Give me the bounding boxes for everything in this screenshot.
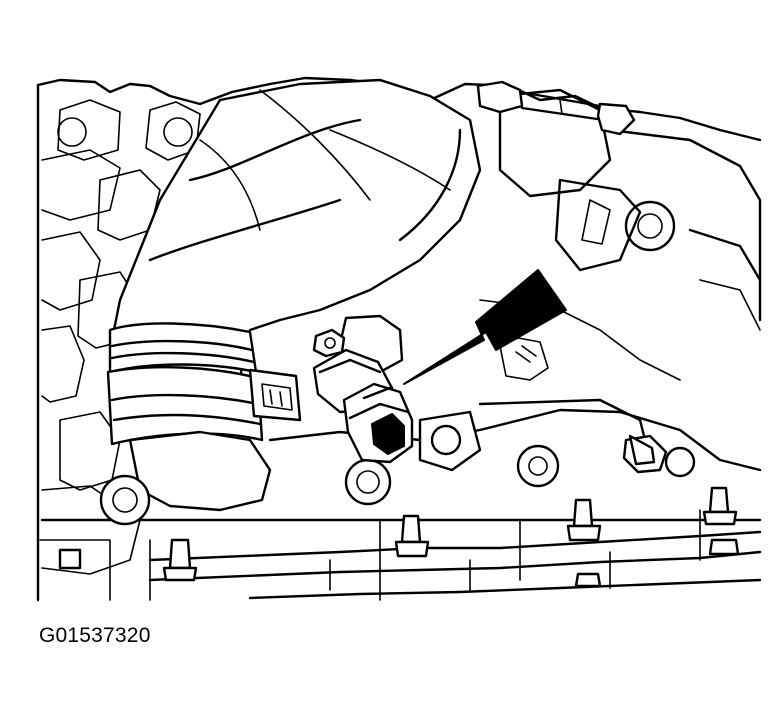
temperature-sensor <box>312 314 414 464</box>
engine-block-outline <box>36 76 762 602</box>
figure-caption: G01537320 <box>39 624 151 647</box>
upper-bolt <box>476 80 636 136</box>
bottom-studs <box>58 434 740 588</box>
pointer-arrow <box>403 269 567 385</box>
hose-clamp <box>106 322 302 446</box>
thermostat-housing <box>99 398 762 526</box>
lower-manifold <box>39 509 762 601</box>
